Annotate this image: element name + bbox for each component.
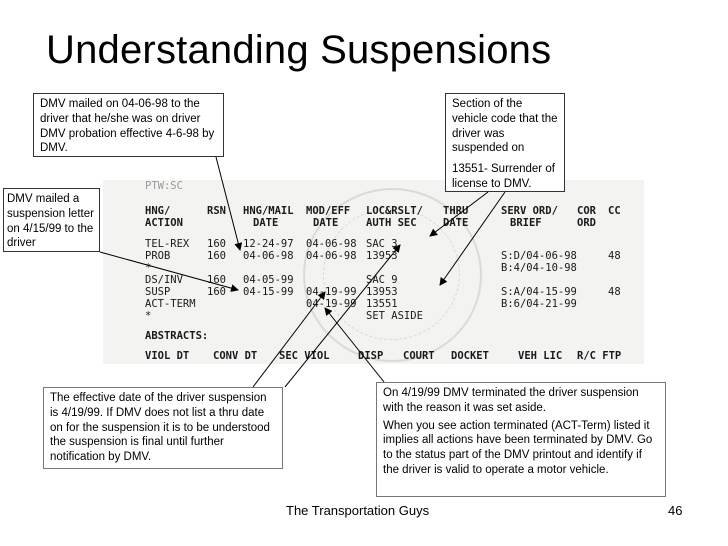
abstract-header-rc-ftp: R/C FTP: [577, 350, 622, 362]
callout-mailed-probation-text: DMV mailed on 04-06-98 to the driver tha…: [40, 98, 215, 155]
row-2-action: PROB: [145, 250, 171, 262]
callout-mailed-probation: DMV mailed on 04-06-98 to the driver tha…: [33, 93, 224, 157]
row-5-action: SUSP: [145, 286, 171, 298]
row-6-loc: 13551: [366, 298, 398, 310]
callout-vehicle-code-text-2: 13551- Surrender of license to DMV.: [452, 163, 555, 190]
page-number: 46: [668, 503, 683, 518]
header-rsn: RSN: [207, 205, 226, 217]
row-6-serv: B:6/04-21-99: [501, 298, 577, 310]
row-5-rsn: 160: [207, 286, 226, 298]
row-2-loc: 13953: [366, 250, 398, 262]
header-cc: CC: [608, 205, 621, 217]
row-6-eff: 04-19-99: [306, 298, 357, 310]
header-action-2: ACTION: [145, 217, 183, 229]
header-thru-2: DATE: [443, 217, 469, 229]
slide-title: Understanding Suspensions: [46, 28, 552, 72]
header-eff-2: DATE: [313, 217, 339, 229]
row-1-action: TEL-REX: [145, 238, 190, 250]
header-thru-1: THRU: [443, 205, 469, 217]
row-5-serv: S:A/04-15-99: [501, 286, 577, 298]
dmv-record-scan: PTW:SC HNG/ ACTION RSN HNG/MAIL DATE MOD…: [103, 180, 644, 364]
row-5-mail: 04-15-99: [243, 286, 294, 298]
row-6-action: ACT-TERM: [145, 298, 196, 310]
abstract-header-docket: DOCKET: [451, 350, 489, 362]
abstract-header-court: COURT: [403, 350, 435, 362]
row-4-rsn: 160: [207, 274, 226, 286]
abstracts-label: ABSTRACTS:: [145, 330, 209, 342]
row-2-eff: 04-06-98: [306, 250, 357, 262]
row-4-action: DS/INV: [145, 274, 183, 286]
header-loc-2: AUTH SEC: [366, 217, 417, 229]
header-loc-1: LOC&RSLT/: [366, 205, 423, 217]
record-top-fragment: PTW:SC: [145, 180, 183, 192]
header-mail-1: HNG/MAIL: [243, 205, 294, 217]
footer-text: The Transportation Guys: [286, 503, 430, 518]
header-cor-1: COR: [577, 205, 596, 217]
row-1-rsn: 160: [207, 238, 226, 250]
row-5-cc: 48: [608, 286, 621, 298]
row-5-eff: 04-19-99: [306, 286, 357, 298]
header-cor-2: ORD: [577, 217, 596, 229]
row-1-loc: SAC 3: [366, 238, 398, 250]
row-2-rsn: 160: [207, 250, 226, 262]
callout-vehicle-code: Section of the vehicle code that the dri…: [445, 93, 565, 192]
row-4-mail: 04-05-99: [243, 274, 294, 286]
header-action-1: HNG/: [145, 205, 171, 217]
callout-terminated: On 4/19/99 DMV terminated the driver sus…: [376, 382, 666, 497]
callout-effective-date-text: The effective date of the driver suspens…: [50, 392, 270, 464]
callout-terminated-text-1: On 4/19/99 DMV terminated the driver sus…: [383, 387, 639, 414]
row-3-action: *: [145, 262, 152, 274]
abstract-header-viol-dt: VIOL DT: [145, 350, 190, 362]
row-5-loc: 13953: [366, 286, 398, 298]
callout-mailed-suspension-text: DMV mailed a suspension letter on 4/15/9…: [7, 193, 94, 250]
header-eff-1: MOD/EFF: [306, 205, 351, 217]
abstract-header-veh-lic: VEH LIC: [518, 350, 563, 362]
callout-vehicle-code-text-1: Section of the vehicle code that the dri…: [452, 98, 558, 155]
row-2-cc: 48: [608, 250, 621, 262]
header-mail-2: DATE: [253, 217, 279, 229]
abstract-header-conv-dt: CONV DT: [213, 350, 258, 362]
callout-effective-date: The effective date of the driver suspens…: [43, 387, 283, 469]
row-1-eff: 04-06-98: [306, 238, 357, 250]
row-2-serv: S:D/04-06-98: [501, 250, 577, 262]
row-4-loc: SAC 9: [366, 274, 398, 286]
row-2-mail: 04-06-98: [243, 250, 294, 262]
row-1-mail: 12-24-97: [243, 238, 294, 250]
row-7-loc: SET ASIDE: [366, 310, 423, 322]
callout-terminated-text-2: When you see action terminated (ACT-Term…: [383, 419, 653, 476]
abstract-header-sec-viol: SEC VIOL: [279, 350, 330, 362]
row-3-serv: B:4/04-10-98: [501, 262, 577, 274]
abstract-header-disp: DISP: [358, 350, 384, 362]
header-serv-2: BRIEF: [510, 217, 542, 229]
header-serv-1: SERV ORD/: [501, 205, 558, 217]
callout-mailed-suspension: DMV mailed a suspension letter on 4/15/9…: [3, 188, 100, 252]
row-7-action: *: [145, 310, 152, 322]
